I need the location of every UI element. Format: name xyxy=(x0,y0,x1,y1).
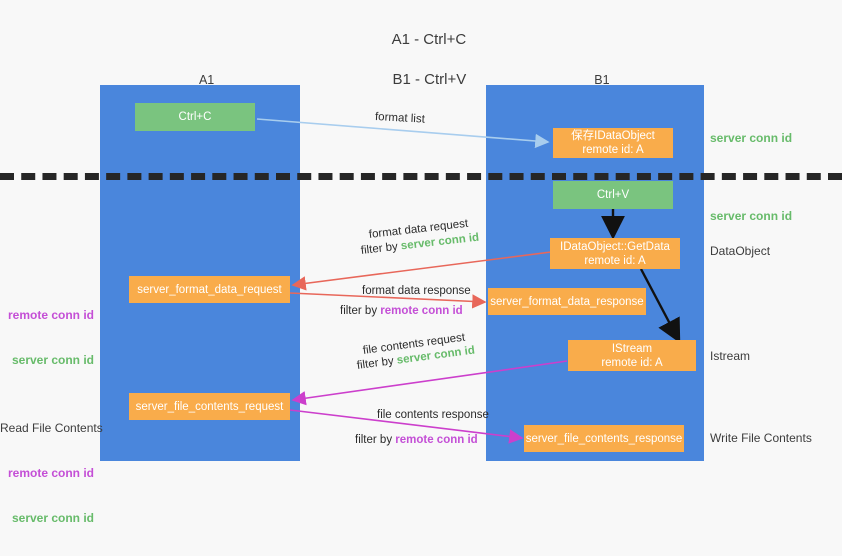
label-read-file-contents-group: Read File Contents remote conn id server… xyxy=(0,391,103,556)
label-format-conn-ids: remote conn id server conn id xyxy=(0,278,94,398)
node-idataobject-getdata-line2: remote id: A xyxy=(584,254,646,267)
node-ctrl-c-label: Ctrl+C xyxy=(178,111,212,123)
label-read-file-contents: Read File Contents xyxy=(0,421,103,435)
label-data-object: DataObject xyxy=(710,244,771,258)
node-server-format-data-response-label: server_format_data_response xyxy=(490,295,644,308)
edge-label-format-data-response-filter-key: remote conn id xyxy=(380,305,463,317)
label-file-server-conn-id: server conn id xyxy=(11,511,94,525)
node-server-format-data-response[interactable]: server_format_data_response xyxy=(488,288,646,315)
node-istream[interactable]: IStream remote id: A xyxy=(568,340,696,371)
node-istream-line2: remote id: A xyxy=(601,356,663,369)
node-server-file-contents-request[interactable]: server_file_contents_request xyxy=(129,393,290,420)
column-a1-name: A1 xyxy=(198,73,215,87)
node-idataobject-getdata[interactable]: IDataObject::GetData remote id: A xyxy=(550,238,680,269)
node-server-file-contents-response-label: server_file_contents_response xyxy=(525,432,683,445)
clipboard-boundary-divider xyxy=(0,173,842,180)
diagram-canvas: A1 - Ctrl+C B1 - Ctrl+V A1 remote B1 con… xyxy=(0,10,842,525)
node-store-idataobject-line1: 保存IDataObject xyxy=(571,130,655,142)
node-idataobject-getdata-line1: IDataObject::GetData xyxy=(560,240,670,253)
node-ctrl-v-label: Ctrl+V xyxy=(596,189,630,201)
edge-label-format-data-response-filter: filter by remote conn id xyxy=(340,304,463,319)
node-server-format-data-request[interactable]: server_format_data_request xyxy=(129,276,290,303)
edge-label-format-list: format list xyxy=(374,111,426,126)
column-b1-name: B1 xyxy=(594,73,610,87)
node-ctrl-c[interactable]: Ctrl+C xyxy=(135,103,255,131)
label-write-file-contents: Write File Contents xyxy=(710,431,812,445)
node-server-format-data-request-label: server_format_data_request xyxy=(137,283,282,296)
page-title: A1 - Ctrl+C B1 - Ctrl+V xyxy=(0,10,842,110)
edge-label-file-contents-response: file contents response xyxy=(377,409,489,421)
edge-label-format-data-request-filter-pre: filter by xyxy=(360,240,402,257)
label-istream: Istream xyxy=(710,349,751,363)
edge-label-format-data-response: format data response xyxy=(362,285,471,297)
title-line-1: A1 - Ctrl+C xyxy=(391,31,467,48)
label-format-server-conn-id: server conn id xyxy=(11,353,94,367)
title-line-2: B1 - Ctrl+V xyxy=(392,71,467,88)
label-format-remote-conn-id: remote conn id xyxy=(7,308,94,322)
label-server-conn-id-top: server conn id xyxy=(710,131,793,145)
node-ctrl-v[interactable]: Ctrl+V xyxy=(553,181,673,209)
label-server-conn-id-mid: server conn id xyxy=(710,209,793,223)
node-istream-line1: IStream xyxy=(611,342,653,355)
edge-label-file-contents-response-filter-key: remote conn id xyxy=(395,434,478,446)
edge-label-format-data-response-filter-pre: filter by xyxy=(340,305,381,317)
edge-label-file-contents-request-filter-pre: filter by xyxy=(356,354,398,372)
node-server-file-contents-request-label: server_file_contents_request xyxy=(135,400,284,413)
edge-label-file-contents-response-filter-pre: filter by xyxy=(355,434,396,446)
node-store-idataobject[interactable]: 保存IDataObject remote id: A xyxy=(553,128,673,158)
node-server-file-contents-response[interactable]: server_file_contents_response xyxy=(524,425,684,452)
edge-label-file-contents-response-filter: filter by remote conn id xyxy=(355,433,478,448)
node-store-idataobject-line2: remote id: A xyxy=(582,144,644,156)
label-file-remote-conn-id: remote conn id xyxy=(7,466,94,480)
